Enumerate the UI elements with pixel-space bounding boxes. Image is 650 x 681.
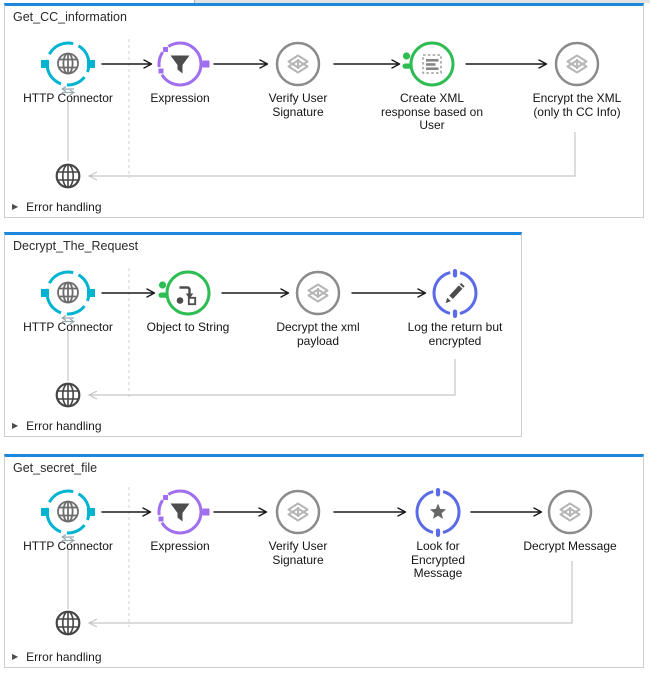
message-arrow	[465, 59, 548, 69]
flow-node-verify-user-signature[interactable]: Verify User Signature	[233, 488, 363, 567]
node-label: Verify User Signature	[268, 539, 328, 567]
processor-icon	[286, 269, 350, 325]
node-label: Object to String	[146, 320, 230, 334]
flow-node-object-to-string[interactable]: Object to String	[123, 269, 253, 335]
flow-container-get-secret-file[interactable]: Get_secret_file HTTP Connector Expressio…	[4, 454, 644, 668]
processor-icon	[266, 488, 330, 544]
error-globe-icon	[55, 382, 81, 408]
flow-title: Get_secret_file	[13, 461, 98, 475]
message-arrow	[101, 507, 152, 517]
error-globe-icon	[55, 163, 81, 189]
message-arrow	[101, 288, 156, 298]
pencil-icon	[423, 269, 487, 325]
flow-title: Get_CC_information	[13, 10, 127, 24]
flow-node-encrypt-the-xml[interactable]: Encrypt the XML (only th CC Info)	[512, 40, 642, 119]
filter-icon	[148, 488, 212, 544]
node-label: Verify User Signature	[268, 91, 328, 119]
error-handling-label: Error handling	[26, 419, 102, 433]
error-handling-label: Error handling	[26, 200, 102, 214]
processor-icon	[538, 488, 602, 544]
expand-triangle-icon: ▶	[12, 421, 19, 430]
message-arrow	[351, 288, 427, 298]
message-arrow	[213, 507, 268, 517]
flow-wiring	[55, 487, 573, 636]
return-wire	[87, 359, 456, 400]
flow-node-create-xml-response[interactable]: Create XML response based on User	[367, 40, 497, 133]
document-icon	[400, 40, 464, 96]
message-arrow	[333, 507, 407, 517]
message-arrow	[213, 59, 269, 69]
error-handling-toggle[interactable]: ▶ Error handling	[12, 650, 102, 664]
processor-icon	[266, 40, 330, 96]
flow-node-expression[interactable]: Expression	[115, 488, 245, 554]
node-label: Decrypt the xml payload	[276, 320, 360, 348]
message-arrow	[221, 288, 290, 298]
flow-node-http-connector[interactable]: HTTP Connector	[3, 40, 133, 106]
node-label: Look for Encrypted Message	[410, 539, 466, 580]
return-wire	[87, 561, 573, 628]
expand-triangle-icon: ▶	[12, 652, 19, 661]
node-label: Create XML response based on User	[380, 91, 484, 132]
flow-node-expression[interactable]: Expression	[115, 40, 245, 106]
return-wire	[87, 132, 576, 181]
transformer-icon	[156, 269, 220, 325]
node-label: HTTP Connector	[23, 539, 113, 553]
message-arrow	[333, 59, 401, 69]
flow-container-decrypt-the-request[interactable]: Decrypt_The_Request HTTP Connector Objec…	[4, 232, 522, 437]
node-label: Expression	[150, 539, 210, 553]
toolbar-edge-strip	[194, 0, 650, 3]
flow-node-decrypt-message[interactable]: Decrypt Message	[505, 488, 635, 554]
node-label: Expression	[150, 91, 210, 105]
node-label: Encrypt the XML (only th CC Info)	[532, 91, 622, 119]
node-label: Decrypt Message	[523, 539, 617, 553]
node-label: HTTP Connector	[23, 91, 113, 105]
error-handling-label: Error handling	[26, 650, 102, 664]
flow-wiring	[55, 268, 456, 408]
globe-icon	[36, 488, 100, 544]
flow-node-http-connector[interactable]: HTTP Connector	[3, 488, 133, 554]
error-handling-toggle[interactable]: ▶ Error handling	[12, 419, 102, 433]
flow-container-get-cc-information[interactable]: Get_CC_information HTTP Connector Expres…	[4, 3, 644, 218]
error-globe-icon	[55, 610, 81, 636]
message-arrow	[101, 59, 153, 69]
flow-node-log-return-encrypted[interactable]: Log the return but encrypted	[390, 269, 520, 348]
processor-icon	[545, 40, 609, 96]
node-label: HTTP Connector	[23, 320, 113, 334]
node-label: Log the return but encrypted	[407, 320, 503, 348]
filter-icon	[148, 40, 212, 96]
globe-icon	[36, 40, 100, 96]
flow-title: Decrypt_The_Request	[13, 239, 139, 253]
globe-icon	[36, 269, 100, 325]
flow-node-http-connector[interactable]: HTTP Connector	[3, 269, 133, 335]
flow-wiring	[55, 39, 576, 189]
error-handling-toggle[interactable]: ▶ Error handling	[12, 200, 102, 214]
expand-triangle-icon: ▶	[12, 202, 19, 211]
message-arrow	[470, 507, 543, 517]
flow-node-decrypt-xml-payload[interactable]: Decrypt the xml payload	[253, 269, 383, 348]
flow-node-look-for-encrypted-message[interactable]: Look for Encrypted Message	[373, 488, 503, 581]
flow-node-verify-user-signature[interactable]: Verify User Signature	[233, 40, 363, 119]
star-icon	[406, 488, 470, 544]
